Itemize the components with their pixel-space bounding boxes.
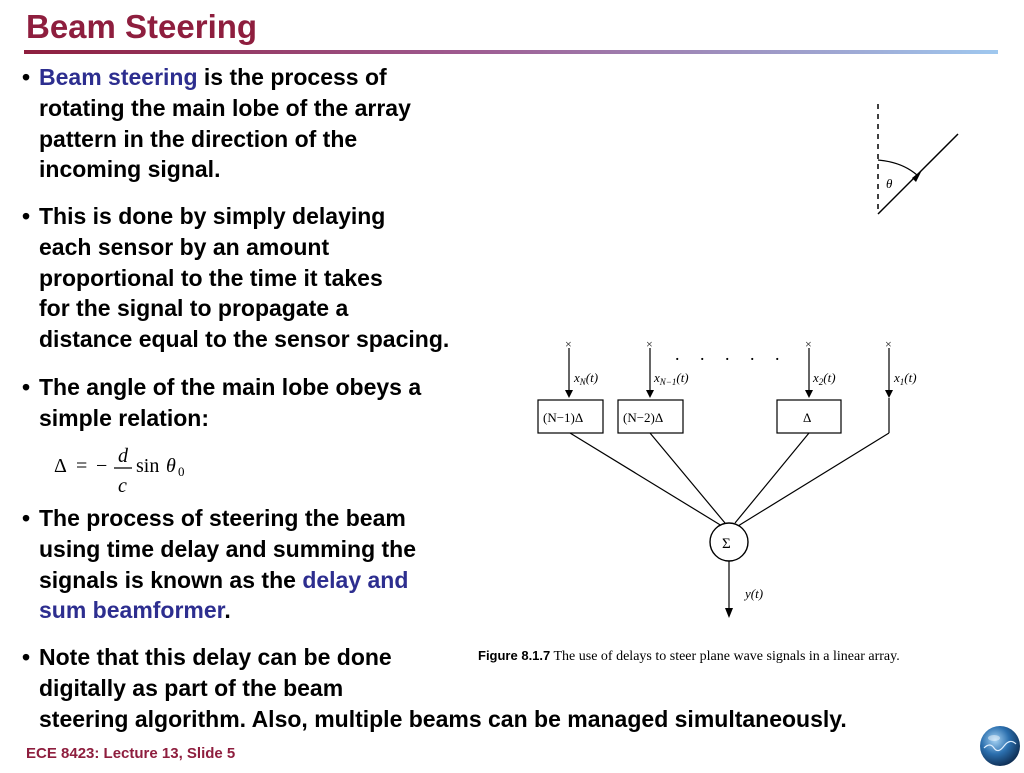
bullet-marker-icon: • <box>22 203 31 229</box>
delay-label: (N−2)Δ <box>623 410 663 425</box>
bullet-line: signals is known as the delay and <box>39 565 416 596</box>
sum-line-1 <box>569 432 723 527</box>
bullet-text: Note that this delay can be done digitall… <box>39 642 847 734</box>
text-segment: This is done by simply delaying <box>39 203 386 229</box>
bullet-line: distance equal to the sensor spacing. <box>39 324 449 355</box>
bullet-marker-icon: • <box>22 505 31 531</box>
eq-delta: Δ <box>54 455 67 477</box>
eq-theta: θ <box>166 455 176 477</box>
text-segment: The angle of the main lobe obeys a <box>39 374 422 400</box>
bullet-line: digitally as part of the beam <box>39 673 847 704</box>
text-segment: digitally as part of the beam <box>39 674 344 701</box>
text-segment: distance equal to the sensor spacing. <box>39 326 450 353</box>
slide-title: Beam Steering <box>26 8 258 45</box>
bullet-line: simple relation: <box>39 403 421 434</box>
bullet-line: pattern in the direction of the <box>39 124 411 155</box>
input-label: xN−1(t) <box>653 370 689 387</box>
globe-logo-icon <box>978 724 1022 768</box>
caption-text: The use of delays to steer plane wave si… <box>550 649 900 664</box>
arrowhead-icon <box>646 390 654 398</box>
sensor-column-n: × xN(t) (N−1)Δ <box>537 337 604 434</box>
ellipsis-dots: . . . . . <box>675 344 788 364</box>
caption-number: Figure 8.1.7 <box>478 648 551 663</box>
sensor-column-2: × x2(t) Δ <box>776 337 842 434</box>
wave-arrowhead <box>912 170 922 182</box>
arrowhead-icon <box>805 390 813 398</box>
eq-denominator: c <box>118 475 127 497</box>
sum-symbol: Σ <box>722 536 731 552</box>
sum-line-3 <box>734 432 810 524</box>
text-segment: pattern in the direction of the <box>39 125 358 152</box>
delay-label: (N−1)Δ <box>543 410 583 425</box>
equation-graphic: Δ = − d c sin θ 0 <box>54 445 185 497</box>
sensor-marker-icon: × <box>885 337 892 351</box>
bullet-line: This is done by simply delaying <box>39 201 449 232</box>
bullet-line: steering algorithm. Also, multiple beams… <box>39 704 847 735</box>
title-underline <box>24 50 998 54</box>
text-segment: incoming signal. <box>39 156 221 183</box>
slide-footer: ECE 8423: Lecture 13, Slide 5 <box>26 745 236 762</box>
bullet-line: incoming signal. <box>39 154 411 185</box>
bullet-line: using time delay and summing the <box>39 534 416 565</box>
text-segment: each sensor by an amount <box>39 233 330 260</box>
angle-arc <box>877 159 918 176</box>
eq-minus: − <box>96 455 107 477</box>
sensor-marker-icon: × <box>565 337 572 351</box>
output-arrowhead-icon <box>725 608 733 618</box>
text-segment: signals is known as the <box>39 566 303 593</box>
text-segment: rotating the main lobe of the array <box>39 94 411 121</box>
sensor-column-n-1: × xN−1(t) (N−2)Δ <box>617 337 689 434</box>
input-label: x1(t) <box>893 370 917 387</box>
bullet-line: rotating the main lobe of the array <box>39 93 411 124</box>
text-segment: proportional to the time it takes <box>39 264 383 291</box>
bullet-line: Note that this delay can be done <box>39 642 847 673</box>
text-segment: steering algorithm. Also, multiple beams… <box>39 705 847 732</box>
highlighted-term: sum beamformer <box>39 597 225 624</box>
sum-line-4 <box>737 432 890 527</box>
output-label: y(t) <box>743 586 763 601</box>
bullet-line: The process of steering the beam <box>39 503 416 534</box>
eq-numerator: d <box>118 445 129 467</box>
sensor-marker-icon: × <box>805 337 812 351</box>
bullet-marker-icon: • <box>22 644 31 670</box>
text-segment: for the signal to propagate a <box>39 295 349 322</box>
text-segment: simple relation: <box>39 404 209 431</box>
bullet-marker-icon: • <box>22 374 31 400</box>
theta-label: θ <box>886 176 893 191</box>
bullet-text: The process of steering the beam using ti… <box>39 503 416 626</box>
bullet-line: Beam steering is the process of <box>39 62 411 93</box>
eq-subscript: 0 <box>178 464 185 479</box>
beamformer-figure: θ . . . . . × xN(t) (N−1)Δ × xN−1(t) (N−… <box>470 90 1010 630</box>
bullet-line: sum beamformer. <box>39 595 416 626</box>
bullet-line: The angle of the main lobe obeys a <box>39 372 421 403</box>
bullet-line: each sensor by an amount <box>39 232 449 263</box>
steering-equation: Δ = − d c sin θ 0 <box>50 440 210 508</box>
text-segment: . <box>224 597 231 624</box>
bullet-text: The angle of the main lobe obeys a simple… <box>39 372 421 434</box>
bullet-text: This is done by simply delaying each sens… <box>39 201 449 355</box>
bullet-marker-icon: • <box>22 64 31 90</box>
highlighted-term: Beam steering <box>39 64 198 90</box>
sum-line-2 <box>649 432 726 524</box>
beamformer-diagram: θ . . . . . × xN(t) (N−1)Δ × xN−1(t) (N−… <box>537 104 959 618</box>
figure-caption: Figure 8.1.7 The use of delays to steer … <box>478 648 900 665</box>
sensor-column-1: × x1(t) <box>885 337 917 433</box>
highlighted-term: delay and <box>302 566 409 593</box>
text-segment: using time delay and summing the <box>39 535 417 562</box>
bullet-line: proportional to the time it takes <box>39 263 449 294</box>
sensor-marker-icon: × <box>646 337 653 351</box>
text-segment: is the process of <box>197 64 387 90</box>
arrowhead-icon <box>885 390 893 398</box>
text-segment: Note that this delay can be done <box>39 644 392 670</box>
input-label: x2(t) <box>812 370 836 387</box>
bullet-line: for the signal to propagate a <box>39 293 449 324</box>
delay-label: Δ <box>803 410 811 425</box>
text-segment: The process of steering the beam <box>39 505 406 531</box>
arrowhead-icon <box>565 390 573 398</box>
input-label: xN(t) <box>573 370 598 387</box>
eq-equals: = <box>76 455 87 477</box>
eq-sin: sin <box>136 455 159 477</box>
